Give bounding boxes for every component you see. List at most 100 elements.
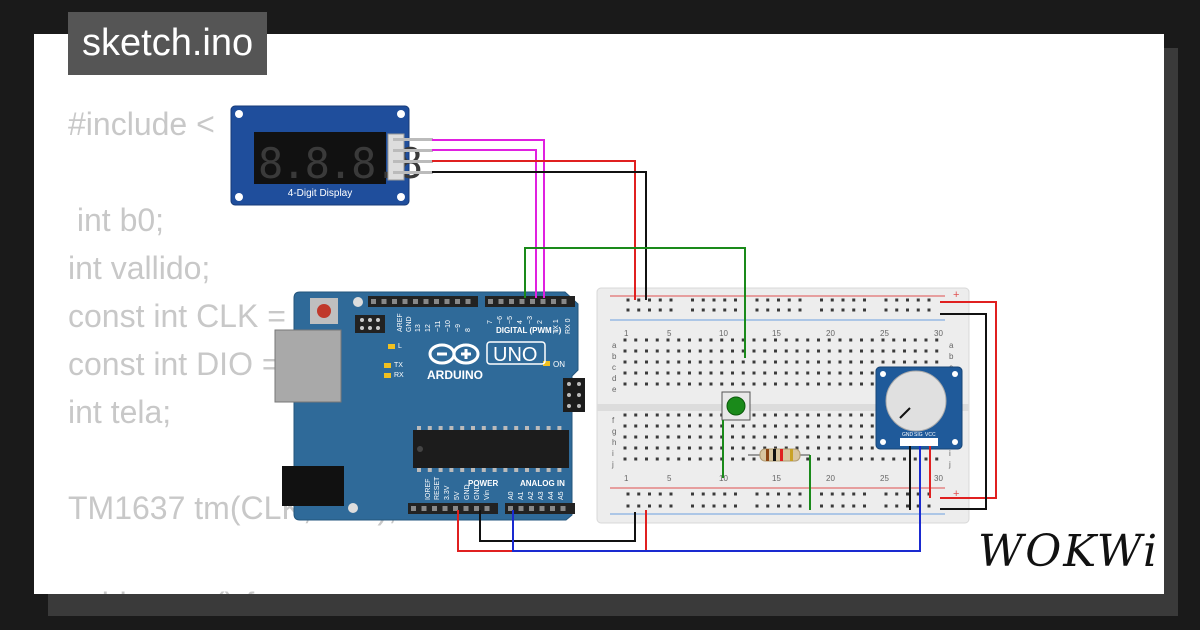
sketch-title-tab[interactable]: sketch.ino xyxy=(68,12,268,75)
pushbutton[interactable] xyxy=(721,391,751,421)
row-letter: f xyxy=(612,416,615,425)
pin-label: ~3 xyxy=(527,316,534,324)
reset-button[interactable] xyxy=(317,304,331,318)
row-letter: i xyxy=(612,449,614,458)
pin-label: 8 xyxy=(465,328,472,332)
wire-display-vcc[interactable] xyxy=(432,160,636,300)
row-letter: a xyxy=(949,341,954,350)
pin-label: ~5 xyxy=(507,316,514,324)
pin-label: 12 xyxy=(425,324,432,332)
arduino-brand-label: ARDUINO xyxy=(427,368,483,382)
display-label: 4-Digit Display xyxy=(288,188,352,199)
wokwi-logo: WOKWi xyxy=(978,526,1160,577)
column-number: 5 xyxy=(667,474,672,483)
potentiometer[interactable]: GND SIG VCC xyxy=(875,366,963,450)
pin-label: GND xyxy=(464,484,471,500)
row-letter: b xyxy=(949,352,954,361)
column-number: 1 xyxy=(624,329,629,338)
column-number: 30 xyxy=(934,474,943,483)
code-line: const int CLK = xyxy=(68,298,286,334)
rail-plus-label: + xyxy=(953,488,959,500)
pin-label: GND xyxy=(474,484,481,500)
pin-label: GND xyxy=(406,316,413,332)
pin-label: A3 xyxy=(538,491,545,500)
column-number: 10 xyxy=(719,329,728,338)
column-number: 20 xyxy=(826,329,835,338)
pin-label: RESET xyxy=(434,476,441,500)
pot-pin-label: GND xyxy=(902,432,914,438)
code-line: #include < xyxy=(68,106,215,142)
wires xyxy=(432,139,997,552)
digital-label: DIGITAL (PWM ~) xyxy=(496,326,562,335)
rx-led-label: RX xyxy=(394,372,404,379)
power-jack xyxy=(282,466,344,506)
pin-label: ~6 xyxy=(497,316,504,324)
pin-label: A0 xyxy=(508,491,515,500)
wire-rail-minus[interactable] xyxy=(940,313,987,510)
row-letter: a xyxy=(612,341,617,350)
arduino-logo-icon xyxy=(428,343,480,365)
four-digit-display[interactable]: 8.8.8.8 4-Digit Display xyxy=(230,105,433,206)
on-led-label: ON xyxy=(553,360,565,369)
pin-label: RX 0 xyxy=(565,318,572,334)
tx-led-label: TX xyxy=(394,362,403,369)
row-letter: c xyxy=(612,363,616,372)
wire-button-signal[interactable] xyxy=(524,247,746,358)
pin-label: ~10 xyxy=(445,320,452,332)
row-letter: j xyxy=(948,460,951,469)
pin-label: Vin xyxy=(484,490,491,500)
wire-pot-signal[interactable] xyxy=(512,446,921,552)
code-editor-background: #include < int b0; int vallido; const in… xyxy=(68,34,397,594)
pin-label: 4 xyxy=(517,320,524,324)
pin-label: ~9 xyxy=(455,324,462,332)
arduino-uno-board[interactable]: AREF GND 13 12 ~11 ~10 ~9 8 7 ~6 ~5 4 ~3… xyxy=(274,291,585,521)
row-letter: e xyxy=(612,385,617,394)
column-number: 1 xyxy=(624,474,629,483)
pin-label: TX 1 xyxy=(553,319,560,334)
l-led-label: L xyxy=(398,343,402,350)
pin-label: ~11 xyxy=(435,321,442,332)
row-letter: g xyxy=(612,427,616,436)
pin-label: 5V xyxy=(454,491,461,500)
usb-port xyxy=(274,329,342,403)
pin-label: AREF xyxy=(397,313,404,332)
breadboard-holes xyxy=(623,298,939,508)
pin-label: A1 xyxy=(518,491,525,500)
rail-plus-label: + xyxy=(953,289,959,301)
pin-label: A4 xyxy=(548,491,555,500)
column-number: 15 xyxy=(772,474,781,483)
pin-label: 2 xyxy=(537,320,544,324)
code-line: void setup() { xyxy=(68,580,397,594)
icsp-header xyxy=(563,378,585,412)
pot-pin-label: VCC xyxy=(925,432,936,438)
wire-rail-plus[interactable] xyxy=(940,301,997,499)
row-letter: j xyxy=(611,460,614,469)
code-line: int tela; xyxy=(68,394,172,430)
pin-label: 7 xyxy=(487,320,494,324)
pin-label: A5 xyxy=(558,491,565,500)
pin-label: IOREF xyxy=(425,479,432,500)
wire-display-gnd[interactable] xyxy=(432,171,647,300)
power-label: POWER xyxy=(468,479,498,488)
resistor[interactable] xyxy=(748,448,810,462)
breadboard[interactable]: + + 1 5 10 15 20 25 30 1 5 10 15 20 25 3… xyxy=(596,287,970,524)
row-letter: i xyxy=(949,449,951,458)
code-line: int b0; xyxy=(68,202,165,238)
column-number: 10 xyxy=(719,474,728,483)
column-number: 15 xyxy=(772,329,781,338)
analog-label: ANALOG IN xyxy=(520,479,565,488)
potentiometer-knob[interactable] xyxy=(885,370,947,432)
pin-label: A2 xyxy=(528,491,535,500)
digital-header-left xyxy=(368,296,478,307)
wire-clk[interactable] xyxy=(432,139,545,298)
code-line: const int DIO = xyxy=(68,346,281,382)
row-letter: d xyxy=(612,374,616,383)
column-number: 20 xyxy=(826,474,835,483)
column-number: 5 xyxy=(667,329,672,338)
row-letter: b xyxy=(612,352,617,361)
atmega-chip xyxy=(413,430,569,468)
column-number: 25 xyxy=(880,329,889,338)
code-line: int vallido; xyxy=(68,250,211,286)
wire-gnd[interactable] xyxy=(479,510,636,542)
